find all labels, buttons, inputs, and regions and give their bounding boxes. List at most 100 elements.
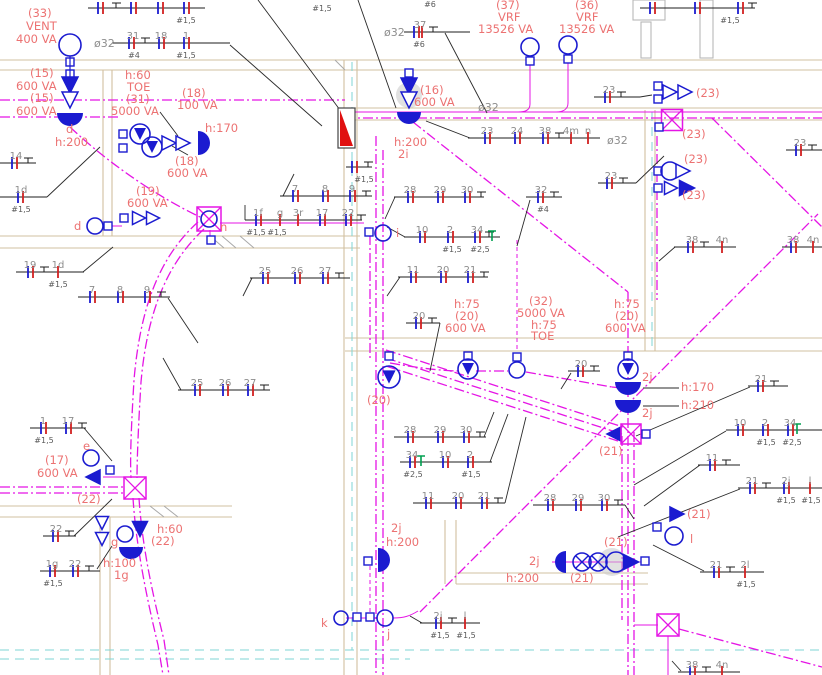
circuit-number: 3r	[293, 208, 304, 219]
junction-box-23-icon	[660, 108, 684, 132]
circuit-number: 2	[762, 418, 768, 429]
row-23-right-edge: 23	[786, 138, 822, 156]
circuit-number: 2	[467, 450, 473, 461]
circuit-number: 23	[605, 171, 618, 182]
circuit-number: 18	[155, 31, 168, 42]
valve-17-triangle-icon	[84, 468, 101, 486]
load-label: 100 VA	[177, 98, 218, 112]
load-label: 2j	[642, 406, 653, 420]
load-label: 600 VA	[16, 79, 57, 93]
load-label: (15)	[30, 66, 54, 80]
control-box-n-icon	[196, 206, 222, 232]
tick-tail	[477, 191, 486, 197]
load-label: h:210	[681, 398, 714, 412]
row-23-top-right: 23	[594, 85, 640, 103]
load-label: 600 VA	[127, 196, 168, 210]
tick-tail	[40, 266, 49, 272]
damper-16-filled-icon	[399, 77, 419, 96]
circuit-number: g	[277, 208, 283, 219]
vrf-connector-37-icon	[525, 56, 535, 66]
damper-33-open-icon	[60, 91, 80, 110]
tick-tail	[617, 91, 626, 97]
wire-gauge-label: #2,5	[403, 470, 422, 479]
wire-gauge-label: #4	[537, 205, 549, 214]
tick-tail	[141, 37, 150, 43]
row-32: 32 #4	[526, 185, 562, 214]
load-label: 2j	[529, 554, 540, 568]
connector-21-b-icon	[640, 556, 650, 566]
load-label: h:200	[55, 135, 88, 149]
tick-tail	[65, 530, 74, 536]
pump-20-connector-a-icon	[384, 351, 394, 361]
load-label: h:75	[614, 297, 640, 311]
tick-tail	[362, 190, 371, 196]
circuit-number: 37	[414, 20, 427, 31]
circuit-number: 7	[292, 184, 298, 195]
tick-tail	[448, 617, 457, 623]
load-label: (21)	[687, 507, 711, 521]
sensor-g-icon	[116, 525, 134, 543]
circuit-number: 26	[291, 266, 304, 277]
circuit-number: 30	[461, 185, 474, 196]
circuit-number: 4n	[807, 235, 820, 246]
tick-tail	[78, 422, 87, 428]
sensor-k-icon	[333, 610, 349, 626]
load-label: (15)	[30, 91, 54, 105]
valve-31-a-icon	[161, 134, 178, 152]
connector-23-c-icon	[654, 122, 664, 132]
circuit-number: 29	[434, 425, 447, 436]
wire-gauge-label: #1,5	[736, 580, 755, 589]
circuit-number: 21	[710, 560, 723, 571]
sensor-32-connector-icon	[512, 352, 522, 362]
damper-33-filled-icon	[60, 76, 80, 95]
tick-tail	[702, 666, 711, 672]
pump-31-connector-b-icon	[118, 143, 128, 153]
load-label: (33)	[28, 6, 52, 20]
tick-tail	[335, 272, 344, 278]
load-label: VENT	[26, 19, 58, 33]
pump-21-a-icon	[572, 552, 592, 572]
circuit-number: 1	[183, 31, 189, 42]
circuit-number: 1d	[52, 260, 65, 271]
vrf-unit-36-icon	[558, 35, 578, 55]
sensor-32-icon	[508, 361, 526, 379]
valve-19-b-icon	[145, 210, 162, 226]
circuit-number: 9	[144, 285, 150, 296]
pump-20-b-icon	[457, 358, 479, 380]
vrf-unit-37-icon	[520, 37, 540, 57]
circuit-number: 1f	[253, 208, 263, 219]
tick-tail	[700, 241, 709, 247]
circuit-number: 4n	[716, 660, 729, 671]
tick-green	[793, 423, 801, 434]
circuit-number: 38	[686, 235, 699, 246]
circuit-number: 32	[535, 185, 548, 196]
tick-tail	[494, 497, 503, 503]
load-label: n	[220, 220, 227, 234]
row-1d: 1d#1,5	[0, 185, 47, 214]
circuit-number: 20	[413, 311, 426, 322]
circuit-number: 25	[191, 378, 204, 389]
circuit-number: 28	[404, 185, 417, 196]
connector-23-a-icon	[653, 81, 663, 91]
sensor-d-icon	[86, 217, 104, 235]
load-label: 400 VA	[16, 32, 57, 46]
fire-damper-icon	[337, 107, 356, 149]
circuit-number: 30	[460, 425, 473, 436]
tick-tail	[260, 384, 269, 390]
load-label: h:60	[125, 68, 151, 82]
valve-22-c-icon	[131, 520, 149, 539]
circuit-number: 29	[572, 493, 585, 504]
load-label: (37)	[496, 0, 520, 12]
grid-lines	[0, 62, 822, 660]
load-label: h:100	[103, 556, 136, 570]
row-14: 14	[0, 151, 36, 169]
circuit-number: 23	[794, 138, 807, 149]
circuit-number: 10	[416, 225, 429, 236]
